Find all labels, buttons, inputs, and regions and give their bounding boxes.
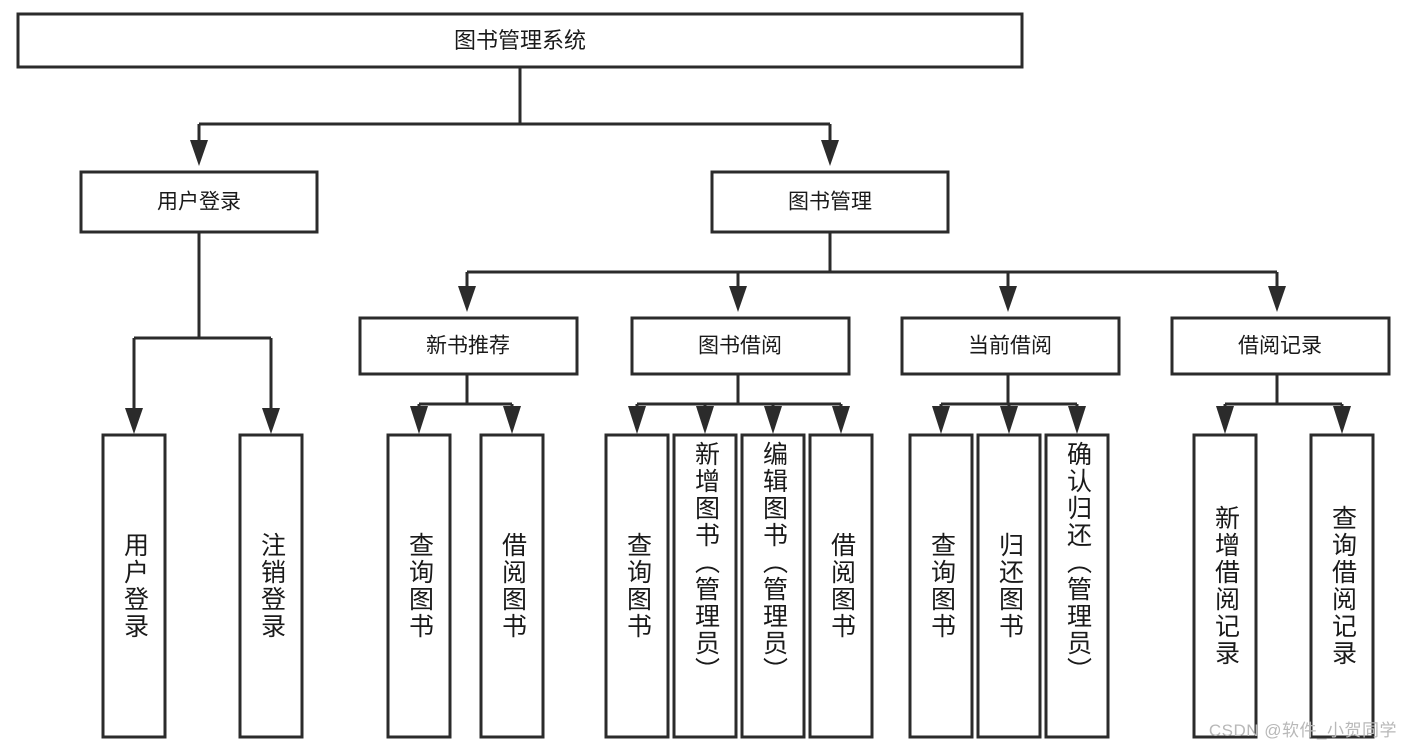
node-book-manage[interactable] bbox=[710, 170, 950, 234]
node-new-book-recommend-label: 新书推荐 bbox=[426, 335, 510, 358]
leaf-box-logout[interactable] bbox=[238, 433, 304, 739]
arrow-head-currentborrow-leaf-3 bbox=[1068, 406, 1086, 434]
leaf-box-edit-book[interactable] bbox=[740, 433, 806, 739]
arrow-head-borrowrecord-leaf-1 bbox=[1216, 406, 1234, 434]
arrow-head-bookborrow-leaf-3 bbox=[764, 406, 782, 434]
leaf-box-borrow-book-2[interactable] bbox=[808, 433, 874, 739]
leaf-box-borrow-book-1[interactable] bbox=[479, 433, 545, 739]
arrow-head-leaf-user-login bbox=[125, 408, 143, 434]
node-current-borrow[interactable] bbox=[900, 316, 1121, 376]
arrow-head-newbook-leaf-2 bbox=[503, 406, 521, 434]
node-user-login-label: 用户登录 bbox=[157, 191, 241, 214]
node-borrow-record[interactable] bbox=[1170, 316, 1391, 376]
arrow-head-bookborrow-leaf-1 bbox=[628, 406, 646, 434]
node-borrow-record-label: 借阅记录 bbox=[1238, 335, 1322, 358]
node-book-manage-label: 图书管理 bbox=[788, 191, 872, 214]
arrow-head-bookborrow-leaf-2 bbox=[696, 406, 714, 434]
leaf-box-add-record[interactable] bbox=[1192, 433, 1258, 739]
node-current-borrow-label: 当前借阅 bbox=[968, 335, 1052, 358]
arrow-head-book-borrow bbox=[729, 286, 747, 312]
leaf-box-query-book-1[interactable] bbox=[386, 433, 452, 739]
arrow-head-new-book bbox=[458, 286, 476, 312]
arrow-head-current-borrow bbox=[999, 286, 1017, 312]
arrow-head-user-login bbox=[190, 140, 208, 166]
arrow-head-currentborrow-leaf-2 bbox=[1000, 406, 1018, 434]
leaf-box-query-record[interactable] bbox=[1309, 433, 1375, 739]
node-book-borrow[interactable] bbox=[630, 316, 851, 376]
leaf-box-add-book[interactable] bbox=[672, 433, 738, 739]
leaf-box-query-book-3[interactable] bbox=[908, 433, 974, 739]
node-user-login[interactable] bbox=[79, 170, 319, 234]
arrow-head-borrow-record bbox=[1268, 286, 1286, 312]
node-book-borrow-label: 图书借阅 bbox=[698, 335, 782, 358]
node-root-label: 图书管理系统 bbox=[454, 28, 586, 53]
leaf-box-return-book[interactable] bbox=[976, 433, 1042, 739]
node-root[interactable] bbox=[16, 12, 1024, 69]
arrow-head-leaf-logout bbox=[262, 408, 280, 434]
arrow-head-book-manage bbox=[821, 140, 839, 166]
connector-group bbox=[125, 67, 1351, 434]
node-new-book-recommend[interactable] bbox=[358, 316, 579, 376]
leaf-box-confirm-return[interactable] bbox=[1044, 433, 1110, 739]
arrow-head-borrowrecord-leaf-2 bbox=[1333, 406, 1351, 434]
arrow-head-bookborrow-leaf-4 bbox=[832, 406, 850, 434]
watermark: CSDN @软件_小贺同学 bbox=[1208, 721, 1397, 740]
leaf-box-user-login[interactable] bbox=[101, 433, 167, 739]
node-box-group bbox=[16, 12, 1391, 739]
arrow-head-currentborrow-leaf-1 bbox=[932, 406, 950, 434]
arrow-head-newbook-leaf-1 bbox=[410, 406, 428, 434]
leaf-box-query-book-2[interactable] bbox=[604, 433, 670, 739]
node-label-group: 图书管理系统 用户登录 图书管理 新书推荐 图书借阅 当前借阅 借阅记录 bbox=[157, 28, 1322, 358]
